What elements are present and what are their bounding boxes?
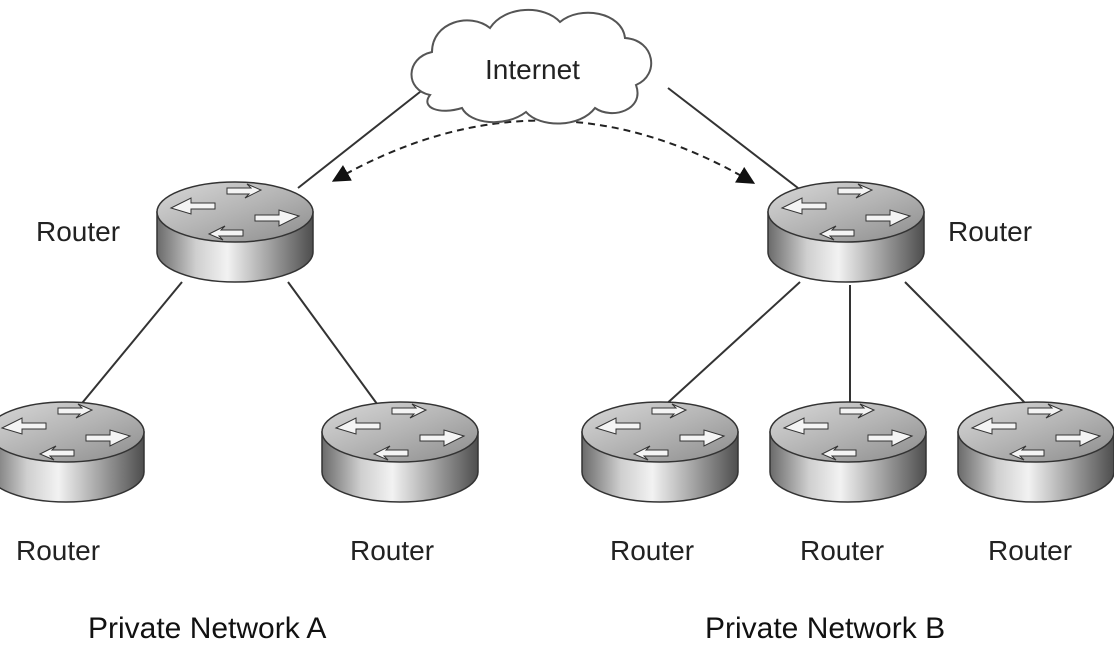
cloud-icon: [410, 9, 653, 125]
internet-label: Internet: [485, 54, 580, 85]
network-b-label: Private Network B: [705, 612, 946, 645]
router-label-b-middle: Router: [800, 535, 885, 566]
router-label-a-right: Router: [350, 535, 435, 566]
link-internet-router-a: [297, 87, 426, 189]
router-icon-a-top: [156, 181, 314, 283]
vpn-dashed-arrow: [331, 119, 756, 184]
router-label-a-top: Router: [36, 216, 121, 247]
router-icon-b-left: [581, 401, 739, 503]
router-label-b-left: Router: [610, 535, 695, 566]
link-router-b-right: [904, 281, 1031, 409]
link-router-b-left: [661, 281, 801, 409]
router-icon-a-left: [0, 401, 145, 503]
link-router-a-right: [287, 281, 381, 409]
router-label-b-top: Router: [948, 216, 1033, 247]
router-icon-b-right: [957, 401, 1114, 503]
router-icon-b-middle: [769, 401, 927, 503]
network-a-label: Private Network A: [88, 612, 327, 645]
router-label-a-left: Router: [16, 535, 101, 566]
router-icon-b-top: [767, 181, 925, 283]
router-label-b-right: Router: [988, 535, 1073, 566]
link-router-a-left: [77, 281, 183, 409]
router-icon-a-right: [321, 401, 479, 503]
network-diagram: [0, 9, 1114, 503]
link-internet-router-b: [667, 87, 799, 189]
